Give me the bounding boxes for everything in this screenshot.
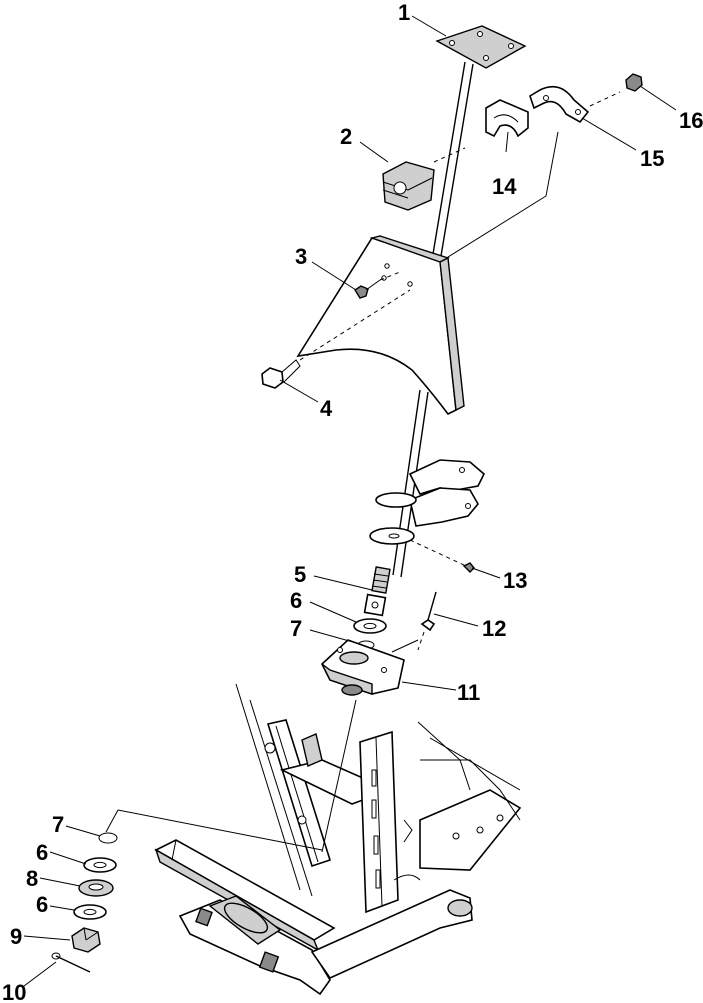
callout-12: 12 [482, 616, 506, 641]
chassis-frame [154, 683, 522, 996]
callout-8: 8 [26, 866, 38, 891]
callout-2: 2 [340, 124, 352, 149]
part-15-clamp-bracket [529, 85, 621, 124]
part-10-cotter-pin [51, 952, 91, 973]
steering-mount-bracket [296, 235, 465, 416]
part-14-clamp-half [485, 99, 529, 138]
callout-16: 16 [679, 108, 703, 133]
part-6-lower-washer-a [83, 857, 117, 873]
part-2-bushing [382, 147, 466, 211]
part-11-bearing-housing [321, 639, 419, 696]
callout-5: 5 [294, 562, 306, 587]
callout-7-lower: 7 [52, 812, 64, 837]
callout-3: 3 [295, 244, 307, 269]
callout-10: 10 [2, 980, 26, 1003]
part-7-lower-ring [98, 832, 118, 844]
callout-14: 14 [492, 174, 517, 199]
callout-7-upper: 7 [290, 616, 302, 641]
part-13-screw [462, 562, 475, 573]
lower-shaft-bracket [369, 459, 485, 567]
part-6-lower-washer-b [73, 904, 107, 920]
lower-parts-guide-tick [105, 809, 119, 833]
part-8-bearing [78, 879, 114, 897]
callout-6-lower-b: 6 [36, 892, 48, 917]
part-1-top-plate [435, 25, 527, 69]
callout-11: 11 [457, 680, 480, 705]
part-12-pin [417, 591, 437, 651]
callout-6-upper: 6 [290, 588, 302, 613]
leader-lines [23, 15, 677, 987]
callout-15: 15 [640, 146, 664, 171]
clamp-guide-line [439, 131, 559, 263]
callout-6-lower-a: 6 [36, 840, 48, 865]
part-16-nut [625, 73, 643, 92]
callout-13: 13 [503, 568, 527, 593]
lower-parts-guide-line [117, 809, 323, 851]
part-3-small-bolt [354, 271, 401, 299]
part-6-upper-washer [353, 618, 387, 634]
callout-4: 4 [320, 396, 333, 421]
callout-1: 1 [398, 0, 410, 25]
part-9-castle-nut [71, 927, 101, 953]
part-5-ujoint [363, 566, 391, 617]
shaft-guide-line [321, 699, 357, 853]
callout-9: 9 [10, 924, 22, 949]
